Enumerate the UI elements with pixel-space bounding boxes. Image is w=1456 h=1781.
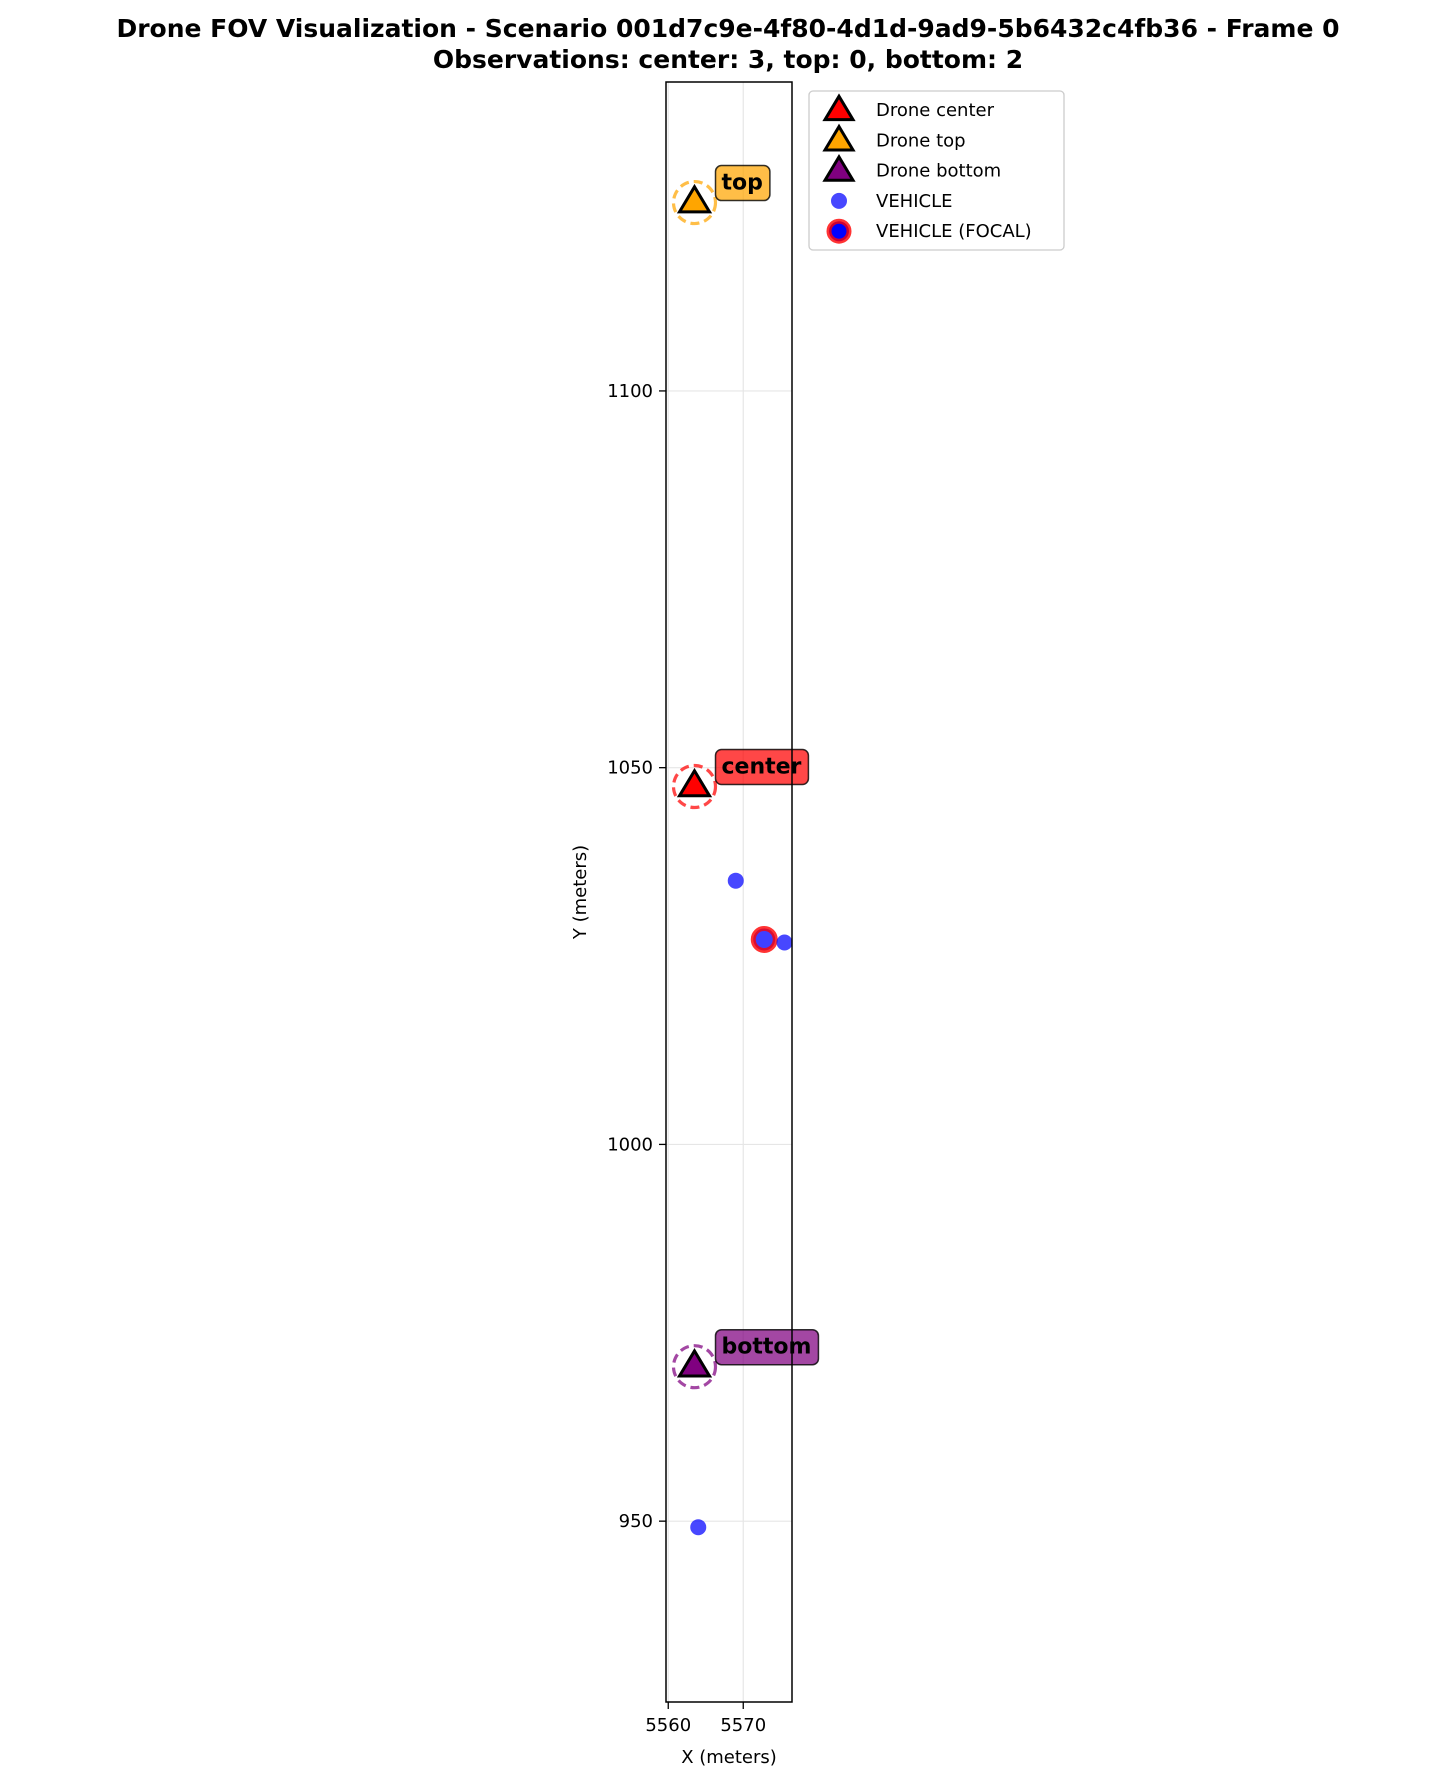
drone-label-box-center xyxy=(714,748,810,786)
vehicle-point xyxy=(779,1720,795,1736)
y-axis-label: Y (meters) xyxy=(570,845,591,940)
vehicle-point xyxy=(727,872,744,889)
vehicle-point xyxy=(776,934,792,951)
fov-ring-top xyxy=(671,179,718,226)
legend-label: VEHICLE (FOCAL) xyxy=(876,221,1032,242)
fov-ring-bottom xyxy=(671,1344,718,1390)
vehicle-point-focal xyxy=(750,925,778,953)
grid-lines xyxy=(666,82,792,1702)
vehicle-points xyxy=(690,872,795,1736)
vehicle-point xyxy=(690,1519,707,1536)
y-tick-label: 1000 xyxy=(607,1134,653,1155)
legend-label: Drone center xyxy=(876,100,995,121)
legend-marker-circle xyxy=(831,192,847,209)
fov-ring-center xyxy=(671,763,718,810)
drone-marker-bottom xyxy=(676,1348,713,1378)
drone-label-top: top xyxy=(722,171,763,196)
legend-label: Drone top xyxy=(876,130,966,151)
drone-marker-center xyxy=(676,767,713,798)
chart-subtitle: Observations: center: 3, top: 0, bottom:… xyxy=(432,45,1024,74)
legend-label: VEHICLE xyxy=(876,191,953,212)
drone-label-box-top xyxy=(714,164,771,202)
legend-marker-triangle xyxy=(822,153,856,182)
x-tick-label: 5560 xyxy=(645,1715,691,1736)
legend-box xyxy=(808,90,1065,251)
legend-marker-triangle xyxy=(822,123,856,152)
fov-rings xyxy=(671,179,718,1390)
drone-label-bottom: bottom xyxy=(722,1335,812,1360)
x-axis-label: X (meters) xyxy=(681,1747,777,1768)
drone-marker-top xyxy=(676,183,713,214)
drone-markers: center top bottom xyxy=(676,164,820,1378)
drone-label-center: center xyxy=(722,755,802,780)
legend-marker-triangle xyxy=(822,93,856,122)
y-tick-label: 1100 xyxy=(607,381,653,402)
plot-frame xyxy=(665,81,793,1703)
legend-marker-focal xyxy=(826,218,852,244)
y-tick-label: 1050 xyxy=(607,758,653,779)
axis-ticks: 5560 5570 950 1000 1050 1100 xyxy=(607,381,766,1736)
chart-title: Drone FOV Visualization - Scenario 001d7… xyxy=(116,14,1340,43)
y-tick-label: 950 xyxy=(619,1511,653,1532)
legend-label: Drone bottom xyxy=(876,161,1001,182)
x-tick-label: 5570 xyxy=(720,1715,766,1736)
